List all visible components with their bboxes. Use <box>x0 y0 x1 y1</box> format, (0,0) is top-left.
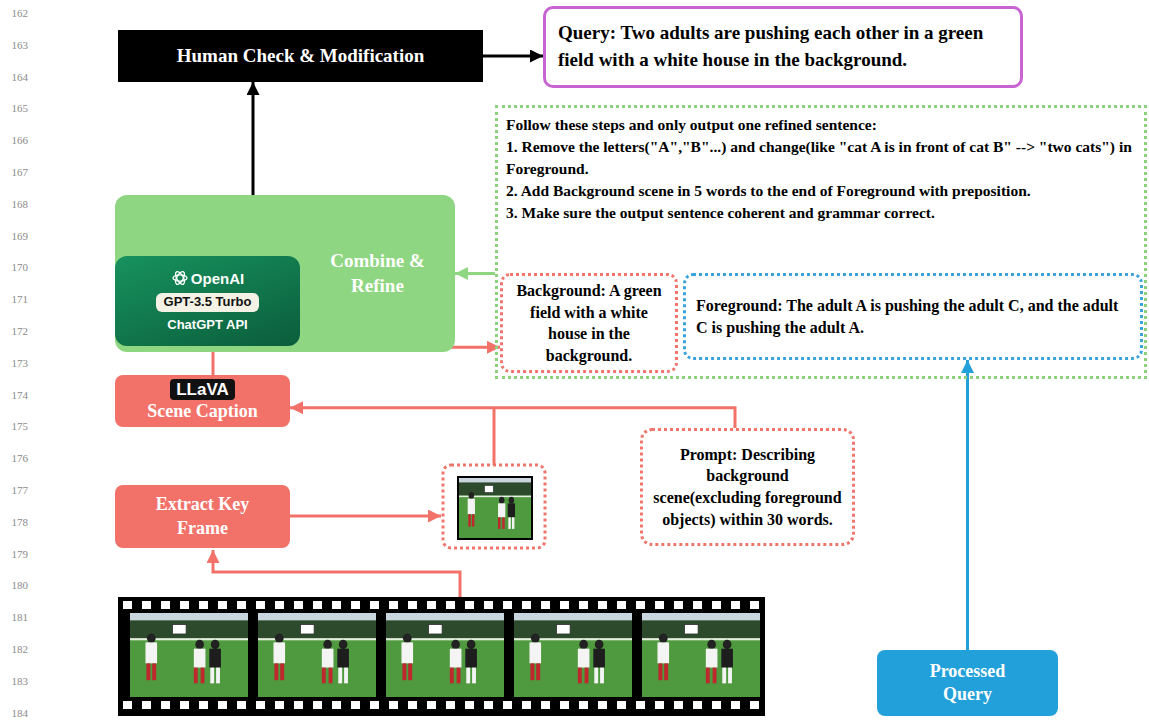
line-number: 163 <box>2 38 28 52</box>
connector-arrow <box>290 408 735 428</box>
node-label: Processed Query <box>907 660 1028 707</box>
film-holes <box>118 700 765 710</box>
node-label: Follow these steps and only output one r… <box>506 114 1136 136</box>
node-label: Prompt: Describing background scene(excl… <box>653 444 842 530</box>
line-number: 176 <box>2 451 28 465</box>
line-number: 168 <box>2 197 28 211</box>
flow-line <box>493 408 496 465</box>
line-number: 184 <box>2 706 28 720</box>
line-number: 182 <box>2 642 28 656</box>
logo-icon <box>172 270 188 286</box>
node-label: Background: A green field with a white h… <box>509 280 669 366</box>
line-number: 167 <box>2 165 28 179</box>
process-box: Human Check & Modification <box>118 30 483 82</box>
refine-box: Combine & RefineOpenAIGPT-3.5 TurboChatG… <box>115 195 455 352</box>
line-number: 169 <box>2 229 28 243</box>
video-frame <box>386 613 504 697</box>
node-text: 3. Make sure the output sentence coheren… <box>506 202 1136 224</box>
input-box: Processed Query <box>877 650 1058 716</box>
line-number: 170 <box>2 260 28 274</box>
line-number: 178 <box>2 515 28 529</box>
line-number: 177 <box>2 483 28 497</box>
line-number: 180 <box>2 578 28 592</box>
logo-petal <box>174 271 187 286</box>
key-frame-border <box>458 477 532 539</box>
line-number: 174 <box>2 388 28 402</box>
prompt-box: Prompt: Describing background scene(excl… <box>640 428 855 546</box>
line-number: 173 <box>2 356 28 370</box>
flow-arrow <box>213 550 460 597</box>
node-text: ChatGPT API <box>167 317 247 334</box>
film-holes <box>118 600 765 610</box>
line-number: 179 <box>2 547 28 561</box>
foreground-box: Foreground: The adult A is pushing the a… <box>683 273 1143 360</box>
line-number: 172 <box>2 324 28 338</box>
model-badge: OpenAIGPT-3.5 TurboChatGPT API <box>115 256 300 346</box>
node-label: Human Check & Modification <box>177 44 425 69</box>
node-text: 1. Remove the letters("A","B"...) and ch… <box>506 136 1136 180</box>
line-number: 164 <box>2 70 28 84</box>
connector-arrow <box>966 360 969 650</box>
connector-arrow <box>483 55 543 58</box>
query-box: Query: Two adults are pushing each other… <box>543 6 1023 88</box>
video-frame <box>514 613 632 697</box>
connector-arrow <box>252 82 255 195</box>
line-number: 183 <box>2 674 28 688</box>
line-number: 181 <box>2 610 28 624</box>
line-number: 175 <box>2 419 28 433</box>
video-frame <box>130 613 248 697</box>
key-frame-box <box>443 465 545 548</box>
node-label: Combine & Refine <box>306 249 449 298</box>
film-strip <box>118 597 765 716</box>
key-frame-image <box>458 477 532 539</box>
connector-arrow <box>455 272 495 275</box>
process-box: Extract Key Frame <box>115 485 290 548</box>
line-number: 171 <box>2 292 28 306</box>
instruction-region: Follow these steps and only output one r… <box>495 105 1147 379</box>
node-label: LLaVA <box>170 379 235 400</box>
background-box: Background: A green field with a white h… <box>500 273 678 373</box>
node-label: Query: Two adults are pushing each other… <box>558 20 1008 73</box>
node-text: 2. Add Background scene in 5 words to th… <box>506 180 1136 202</box>
node-label: Foreground: The adult A is pushing the a… <box>696 295 1130 338</box>
node-label: Extract Key Frame <box>135 493 270 540</box>
flow-arrow <box>290 515 441 518</box>
film-base <box>118 597 765 716</box>
node-text: Scene Caption <box>147 400 258 423</box>
video-frame <box>642 613 760 697</box>
node-text: GPT-3.5 Turbo <box>156 293 260 312</box>
video-frame <box>258 613 376 697</box>
line-number: 162 <box>2 6 28 20</box>
line-number: 165 <box>2 101 28 115</box>
model-box: LLaVAScene Caption <box>115 375 290 427</box>
logo-petal <box>174 271 187 286</box>
line-number: 166 <box>2 133 28 147</box>
